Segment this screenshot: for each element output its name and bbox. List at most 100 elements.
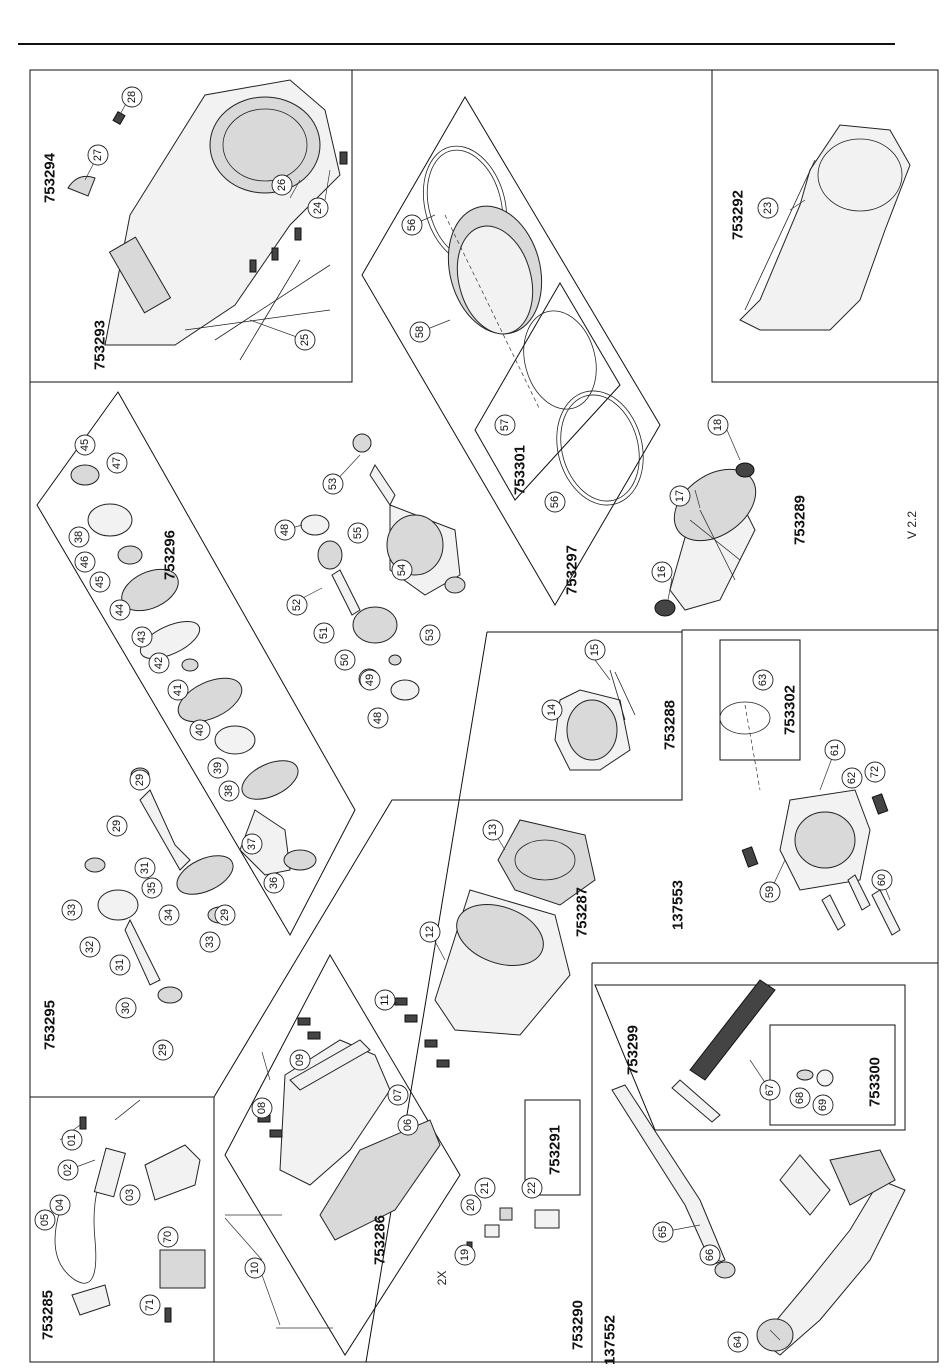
callout-number: 22 bbox=[526, 1182, 538, 1194]
group-labels: 7532947532937532927532977533017532967532… bbox=[40, 152, 884, 1365]
callout-53: 53 bbox=[419, 624, 441, 646]
gear-housing-cover bbox=[67, 79, 348, 361]
callout-65: 65 bbox=[652, 1221, 674, 1243]
callout-02: 02 bbox=[57, 1159, 79, 1181]
callout-07: 07 bbox=[387, 1084, 409, 1106]
callout-number: 72 bbox=[869, 766, 881, 778]
callout-48: 48 bbox=[274, 519, 296, 541]
callout-42: 42 bbox=[148, 652, 170, 674]
group-label-753300: 753300 bbox=[867, 1057, 884, 1107]
callout-number: 67 bbox=[764, 1084, 776, 1096]
callout-69: 69 bbox=[812, 1094, 834, 1116]
callout-50: 50 bbox=[334, 649, 356, 671]
callout-17: 17 bbox=[669, 485, 691, 507]
callout-number: 21 bbox=[479, 1182, 491, 1194]
group-label-753299: 753299 bbox=[625, 1025, 642, 1075]
group-label-753296: 753296 bbox=[162, 530, 179, 580]
callout-38: 38 bbox=[68, 526, 90, 548]
callout-number: 71 bbox=[144, 1299, 156, 1311]
callout-64: 64 bbox=[727, 1331, 749, 1353]
callout-32: 32 bbox=[79, 936, 101, 958]
group-label-753297: 753297 bbox=[564, 545, 581, 595]
callout-13: 13 bbox=[482, 819, 504, 841]
callout-57: 57 bbox=[494, 414, 516, 436]
callout-number: 39 bbox=[212, 762, 224, 774]
callout-12: 12 bbox=[419, 921, 441, 943]
callout-04: 04 bbox=[49, 1194, 71, 1216]
callout-number: 38 bbox=[223, 785, 235, 797]
callout-33: 33 bbox=[199, 931, 221, 953]
group-label-753286: 753286 bbox=[372, 1215, 389, 1265]
callout-45: 45 bbox=[74, 434, 96, 456]
group-label-753301: 753301 bbox=[512, 445, 529, 495]
callout-70: 70 bbox=[157, 1226, 179, 1248]
motor-housing bbox=[434, 819, 596, 1036]
top-plate bbox=[739, 124, 911, 331]
callout-51: 51 bbox=[313, 622, 335, 644]
callout-number: 08 bbox=[256, 1102, 268, 1114]
callout-number: 18 bbox=[712, 419, 724, 431]
callout-18: 18 bbox=[707, 414, 729, 436]
callout-number: 45 bbox=[94, 576, 106, 588]
callout-number: 45 bbox=[79, 439, 91, 451]
quantity-note: 2X bbox=[435, 1271, 449, 1286]
callout-number: 01 bbox=[66, 1134, 78, 1146]
callout-number: 50 bbox=[339, 654, 351, 666]
callout-number: 13 bbox=[487, 824, 499, 836]
callout-55: 55 bbox=[347, 522, 369, 544]
callout-number: 27 bbox=[92, 149, 104, 161]
group-label-137552: 137552 bbox=[602, 1315, 619, 1365]
ring-assembly bbox=[422, 145, 644, 506]
callout-25: 25 bbox=[294, 329, 316, 351]
callout-number: 23 bbox=[762, 202, 774, 214]
callout-number: 10 bbox=[249, 1262, 261, 1274]
callout-number: 05 bbox=[39, 1214, 51, 1226]
callout-05: 05 bbox=[34, 1209, 56, 1231]
group-label-753289: 753289 bbox=[792, 495, 809, 545]
group-label-753292: 753292 bbox=[730, 190, 747, 240]
group-label-753302: 753302 bbox=[782, 685, 799, 735]
callout-06: 06 bbox=[397, 1114, 419, 1136]
callout-53: 53 bbox=[322, 473, 344, 495]
callout-number: 65 bbox=[657, 1226, 669, 1238]
callout-number: 07 bbox=[392, 1089, 404, 1101]
coupling bbox=[719, 701, 901, 936]
field-coil bbox=[554, 669, 636, 771]
group-label-753285: 753285 bbox=[40, 1290, 57, 1340]
callout-number: 31 bbox=[139, 862, 151, 874]
callout-number: 32 bbox=[84, 941, 96, 953]
callout-22: 22 bbox=[521, 1177, 543, 1199]
callout-67: 67 bbox=[759, 1079, 781, 1101]
callout-34: 34 bbox=[158, 904, 180, 926]
callout-66: 66 bbox=[699, 1244, 721, 1266]
callout-29: 29 bbox=[106, 815, 128, 837]
callout-number: 58 bbox=[414, 326, 426, 338]
callout-number: 56 bbox=[549, 496, 561, 508]
group-label-753295: 753295 bbox=[42, 1000, 59, 1050]
callout-number: 51 bbox=[318, 627, 330, 639]
callout-56: 56 bbox=[401, 214, 423, 236]
callout-number: 70 bbox=[162, 1231, 174, 1243]
group-label-137553: 137553 bbox=[670, 880, 687, 930]
callout-03: 03 bbox=[119, 1184, 141, 1206]
callout-number: 66 bbox=[704, 1249, 716, 1261]
group-label-753288: 753288 bbox=[662, 700, 679, 750]
callout-number: 43 bbox=[136, 631, 148, 643]
group-label-753294: 753294 bbox=[42, 152, 59, 203]
callout-number: 03 bbox=[124, 1189, 136, 1201]
group-label-753287: 753287 bbox=[574, 887, 591, 937]
callout-number: 36 bbox=[268, 877, 280, 889]
callout-49: 49 bbox=[359, 669, 381, 691]
callout-33: 33 bbox=[61, 899, 83, 921]
callout-37: 37 bbox=[241, 833, 263, 855]
callout-number: 29 bbox=[219, 909, 231, 921]
callout-number: 30 bbox=[120, 1002, 132, 1014]
callout-29: 29 bbox=[152, 1039, 174, 1061]
callout-number: 48 bbox=[372, 712, 384, 724]
callout-number: 41 bbox=[172, 684, 184, 696]
callout-number: 68 bbox=[794, 1092, 806, 1104]
callout-number: 55 bbox=[352, 527, 364, 539]
t-handle-tool bbox=[671, 979, 834, 1123]
callout-number: 37 bbox=[246, 838, 258, 850]
